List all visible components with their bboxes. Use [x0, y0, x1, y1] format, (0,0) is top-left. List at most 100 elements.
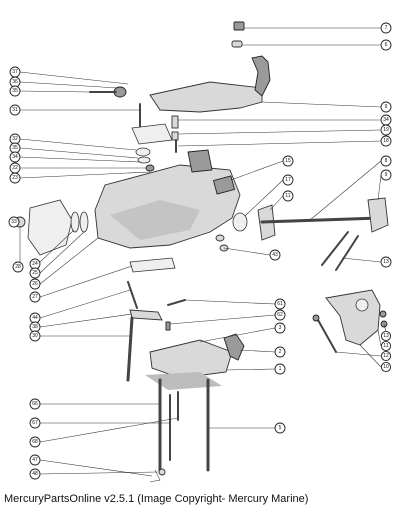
- callout-1: 1: [225, 363, 286, 375]
- callout-label: 12: [383, 353, 389, 359]
- callout-label: 44: [32, 315, 38, 321]
- callout-label: 25: [32, 270, 38, 276]
- hook-47: [149, 469, 161, 483]
- callout-label: 37: [12, 69, 18, 75]
- callout-30: 30: [29, 330, 131, 342]
- callout-label: 18: [383, 138, 389, 144]
- lower-bracket: [149, 339, 233, 379]
- callout-label: 33: [11, 219, 17, 225]
- callout-label: 15: [285, 158, 291, 164]
- callout-label: 9: [385, 104, 388, 110]
- callout-label: 24: [32, 261, 38, 267]
- pin-61: [167, 299, 186, 306]
- bracket-boss: [187, 149, 213, 173]
- callout-label: 32: [12, 136, 18, 142]
- callout-label: 23: [12, 175, 18, 181]
- callout-label: 48: [32, 471, 38, 477]
- callout-label: 3: [279, 325, 282, 331]
- callout-32: 32: [9, 133, 137, 151]
- seal-25: [79, 211, 89, 233]
- callouts: 7 6 9 34 19 18 8: [8, 22, 392, 480]
- callout-25: 25: [29, 231, 85, 279]
- callout-12: 12: [335, 350, 392, 362]
- callout-43: 43: [223, 247, 281, 261]
- callout-13-bracket: 13: [380, 323, 392, 342]
- callout-7: 7: [244, 22, 392, 34]
- screw-left: [312, 314, 320, 322]
- callout-label: 38: [32, 324, 38, 330]
- callout-label: 68: [32, 439, 38, 445]
- lock-lever-38: [129, 309, 163, 321]
- callout-label: 7: [385, 25, 388, 31]
- callout-26: 26: [29, 237, 99, 290]
- callout-68: 68: [29, 417, 179, 448]
- plate-27: [129, 257, 176, 273]
- bracket-10-hole: [355, 298, 369, 312]
- callout-34-right: 34: [178, 114, 392, 126]
- callout-label: 2: [279, 349, 282, 355]
- callout-label: 5: [279, 425, 282, 431]
- callout-label: 35: [12, 145, 18, 151]
- lower-shading: [145, 372, 222, 390]
- callout-label: 66: [32, 401, 38, 407]
- callout-label: 28: [15, 264, 21, 270]
- swivel-shaft-8: [260, 216, 382, 224]
- callout-label: 30: [32, 333, 38, 339]
- pin-12: [317, 319, 337, 353]
- callout-label: 13: [383, 259, 389, 265]
- callout-31: 31: [9, 104, 140, 116]
- lower-handle: [223, 333, 245, 361]
- callout-27: 27: [29, 265, 133, 303]
- callout-label: 35: [12, 88, 18, 94]
- callout-label: 34: [12, 154, 18, 160]
- callout-label: 62: [277, 312, 283, 318]
- callout-10: 10: [359, 344, 392, 373]
- callout-label: 19: [383, 127, 389, 133]
- callout-18: 18: [177, 135, 392, 147]
- screw-11: [379, 310, 387, 318]
- rubber-mount-15: [212, 175, 236, 195]
- callout-28: 28: [12, 226, 24, 273]
- pin-19: [171, 131, 179, 141]
- callout-62: 62: [169, 309, 286, 325]
- exploded-parts-diagram: 7 6 9 34 19 18 8: [8, 21, 392, 483]
- callout-22: 22: [9, 162, 146, 174]
- callout-8: 8: [309, 155, 392, 221]
- callout-label: 11: [285, 193, 290, 199]
- callout-label: 17: [285, 177, 291, 183]
- callout-11-bracket: 11: [377, 329, 392, 352]
- callout-5: 5: [208, 422, 286, 434]
- callout-label: 10: [383, 364, 389, 370]
- callout-34-left: 34: [9, 151, 141, 163]
- parts-artwork: [14, 21, 389, 483]
- part-7-block: [233, 21, 245, 31]
- tilt-handle: [251, 55, 271, 97]
- seal-24: [70, 211, 80, 233]
- washer-32: [135, 147, 151, 157]
- bushing-17: [232, 212, 248, 232]
- callout-label: 13: [383, 333, 389, 339]
- callout-35-mid: 35: [9, 142, 139, 159]
- callout-label: 22: [12, 165, 18, 171]
- pin-34: [171, 115, 179, 129]
- part-6-washer: [231, 40, 243, 48]
- callout-61: 61: [184, 298, 286, 310]
- callout-label: 27: [32, 294, 38, 300]
- spring-pin-44: [127, 281, 138, 309]
- callout-2: 2: [239, 346, 286, 358]
- clamp-plate: [131, 123, 173, 145]
- callout-13-mid: 13: [341, 256, 392, 268]
- callout-23: 23: [9, 171, 151, 184]
- washer-43a: [215, 234, 225, 242]
- callout-36: 36: [9, 76, 119, 89]
- callout-47: 47: [29, 454, 153, 477]
- callout-label: 67: [32, 420, 38, 426]
- nut-22: [145, 164, 155, 172]
- callout-label: 47: [32, 457, 38, 463]
- callout-44: 44: [29, 289, 131, 324]
- bolt-13b: [335, 235, 359, 271]
- callout-38: 38: [29, 313, 133, 333]
- callout-label: 36: [12, 79, 18, 85]
- washer-48: [158, 468, 166, 476]
- callout-9-top: 9: [261, 101, 392, 113]
